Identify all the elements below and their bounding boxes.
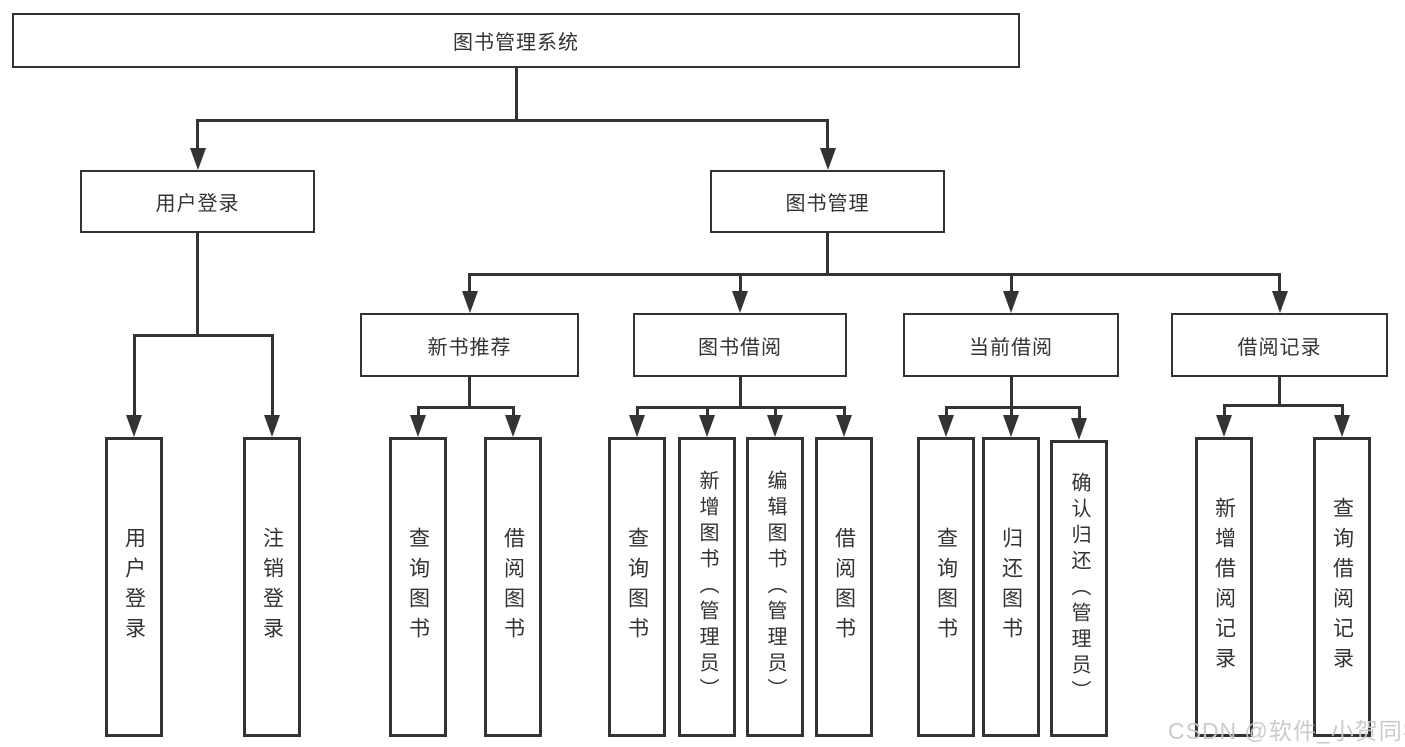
edge-to-user-login (196, 120, 199, 150)
node-label: 新书推荐 (427, 336, 512, 359)
edge-current-borrow-branch (944, 406, 1081, 409)
csdn-watermark: CSDN @软件_小贺同学 (1168, 718, 1405, 744)
node-new-book-recommendation: 新书推荐 (360, 313, 579, 377)
edge-root-stub (514, 68, 518, 121)
node-book-borrowing: 图书借阅 (633, 313, 847, 377)
edge-to-leaf (416, 407, 420, 417)
arrow-down-icon (938, 415, 954, 437)
leaf-query-books-borrow: 查询图书 (608, 437, 666, 737)
arrow-down-icon (126, 415, 142, 437)
node-label: 新增图书（管理员） (696, 470, 718, 704)
edge-to-leaf-logout (270, 335, 274, 417)
node-label: 查询借阅记录 (1330, 497, 1354, 677)
arrow-down-icon (1216, 415, 1232, 437)
edge-root-branch (196, 119, 829, 122)
arrow-down-icon (461, 291, 478, 313)
arrow-down-icon (1271, 291, 1288, 313)
arrow-down-icon (767, 415, 783, 437)
node-label: 用户登录 (122, 527, 146, 647)
node-library-management-system: 图书管理系统 (12, 13, 1020, 68)
node-label: 查询图书 (625, 527, 649, 647)
edge-book-mgmt-branch (468, 272, 1281, 276)
arrow-down-icon (1003, 291, 1019, 313)
arrow-down-icon (1003, 415, 1019, 437)
edge-to-leaf (842, 407, 846, 417)
edge-to-leaf (1077, 407, 1081, 420)
node-label: 图书管理 (785, 193, 870, 215)
edge-user-login-stub (196, 233, 199, 336)
node-label: 编辑图书（管理员） (764, 470, 786, 704)
leaf-user-login: 用户登录 (105, 437, 163, 737)
node-label: 查询图书 (934, 527, 958, 647)
node-label: 归还图书 (999, 527, 1023, 647)
node-label: 查询图书 (406, 527, 430, 647)
edge-to-current-borrow (1009, 274, 1013, 293)
edge-user-login-branch (132, 334, 274, 337)
edge-to-leaf-user-login (132, 335, 136, 417)
node-label: 当前借阅 (969, 336, 1053, 359)
edge-new-book-stub (468, 377, 471, 407)
edge-to-leaf (635, 407, 639, 417)
edge-to-leaf (773, 407, 777, 417)
edge-to-leaf (1009, 407, 1013, 417)
node-current-borrowing: 当前借阅 (903, 313, 1119, 377)
edge-to-book-borrow (738, 274, 742, 293)
node-label: 用户登录 (155, 193, 240, 215)
node-label: 新增借阅记录 (1212, 497, 1236, 677)
arrow-down-icon (189, 148, 206, 170)
edge-borrow-records-branch (1222, 404, 1344, 407)
edge-new-book-branch (416, 406, 515, 409)
leaf-edit-book-admin: 编辑图书（管理员） (746, 437, 804, 737)
node-book-management: 图书管理 (710, 170, 945, 233)
edge-book-mgmt-stub (826, 233, 829, 274)
leaf-add-book-admin: 新增图书（管理员） (678, 437, 736, 737)
arrow-down-icon (819, 148, 836, 170)
arrow-down-icon (1071, 418, 1087, 440)
edge-book-borrow-stub (738, 377, 742, 407)
arrow-down-icon (699, 415, 715, 437)
leaf-confirm-return-admin: 确认归还（管理员） (1050, 440, 1108, 737)
leaf-borrow-books: 借阅图书 (815, 437, 873, 737)
arrow-down-icon (836, 415, 852, 437)
arrow-down-icon (264, 415, 280, 437)
leaf-logout: 注销登录 (243, 437, 301, 737)
edge-to-leaf (1340, 405, 1344, 417)
node-label: 借阅图书 (501, 527, 525, 647)
arrow-down-icon (505, 415, 521, 437)
node-label: 确认归还（管理员） (1068, 471, 1090, 706)
arrow-down-icon (1334, 415, 1350, 437)
leaf-query-books-recommend: 查询图书 (389, 437, 447, 737)
node-label: 图书借阅 (698, 336, 782, 359)
edge-borrow-records-stub (1278, 377, 1281, 405)
leaf-query-borrow-record: 查询借阅记录 (1313, 437, 1371, 737)
edge-to-leaf (944, 407, 948, 417)
edge-to-new-book (468, 274, 471, 293)
node-user-login: 用户登录 (80, 170, 315, 233)
edge-book-borrow-branch (635, 406, 846, 409)
leaf-query-books-current: 查询图书 (917, 437, 975, 737)
edge-to-leaf (1222, 405, 1226, 417)
arrow-down-icon (732, 291, 748, 313)
leaf-add-borrow-record: 新增借阅记录 (1195, 437, 1253, 737)
edge-to-book-management (826, 120, 829, 150)
edge-to-leaf (511, 407, 515, 417)
node-label: 注销登录 (260, 527, 284, 647)
leaf-return-book: 归还图书 (982, 437, 1040, 737)
edge-to-borrow-records (1278, 274, 1281, 293)
node-label: 借阅图书 (832, 527, 856, 647)
arrow-down-icon (629, 415, 645, 437)
arrow-down-icon (410, 415, 426, 437)
edge-to-leaf (705, 407, 709, 417)
node-label: 借阅记录 (1237, 336, 1322, 359)
leaf-borrow-books-recommend: 借阅图书 (484, 437, 542, 737)
node-label: 图书管理系统 (453, 32, 579, 54)
edge-current-borrow-stub (1009, 377, 1013, 407)
node-borrowing-records: 借阅记录 (1171, 313, 1388, 377)
